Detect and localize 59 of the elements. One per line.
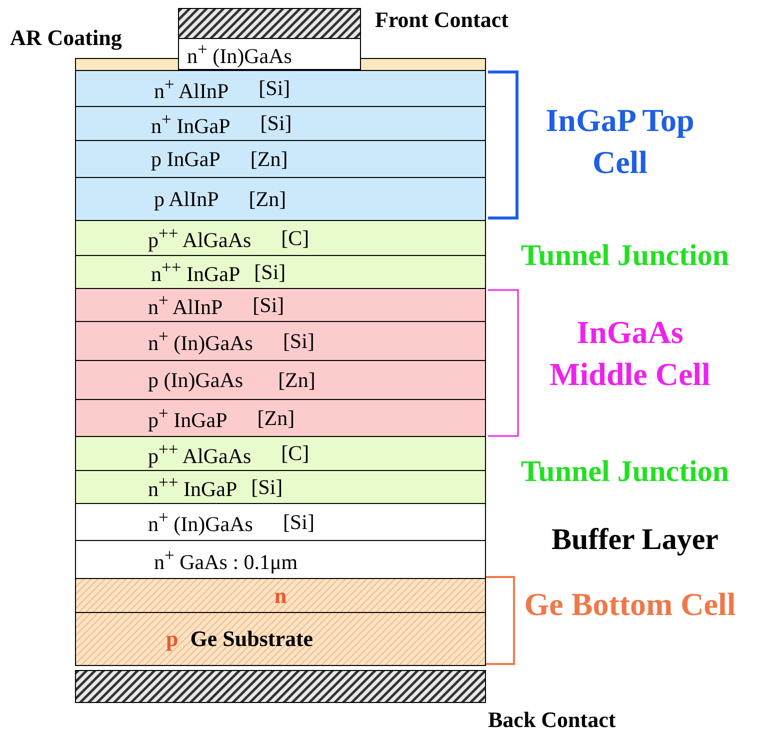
annotation-label: Ge Bottom Cell (523, 585, 737, 624)
layer (75, 321, 486, 361)
layer-label: n$^{+}$ (In)GaAs (148, 507, 253, 537)
annotation-label: AR Coating (10, 24, 123, 52)
back-contact-bar (75, 670, 486, 703)
layer (75, 399, 486, 437)
layer-label: p$^{+}$ InGaP (148, 403, 228, 433)
layer-label: n$^{+}$ GaAs : 0.1μm (154, 544, 298, 574)
layer-label: [Si] (282, 328, 314, 354)
layer-label: n$^{++}$ InGaP (151, 257, 240, 287)
cap-layer (178, 38, 361, 70)
annotation-label: Front Contact (375, 6, 510, 34)
layer (75, 470, 486, 504)
layer-label: [Zn] (250, 146, 288, 172)
layer-label: [Si] (252, 292, 284, 318)
layer-label: [Zn] (257, 406, 295, 430)
layer (75, 255, 486, 289)
annotation-label: Buffer Layer (550, 522, 720, 558)
layer-label: n$^{+}$ (In)GaAs (187, 39, 292, 69)
layer-label: p (In)GaAs (148, 368, 244, 392)
layer-label: n$^{+}$ AlInP (148, 290, 223, 320)
doping-label: n (274, 582, 287, 608)
layer-label: [Si] (260, 111, 292, 136)
layer (75, 140, 486, 178)
layer-label: [C] (281, 441, 310, 466)
layer-label: n$^{++}$ InGaP (148, 472, 238, 502)
layer (75, 70, 486, 107)
layer-label: [Zn] (248, 186, 286, 212)
layer (75, 177, 486, 221)
substrate-layer (75, 612, 486, 666)
layer-label: [Zn] (278, 368, 316, 392)
layer (75, 436, 486, 471)
layer (75, 503, 486, 541)
layer-label: p$^{++}$ AlGaAs (148, 223, 252, 253)
layer-label: p InGaP (151, 146, 220, 172)
layer (75, 360, 486, 400)
layer-label: n$^{+}$ AlInP (154, 74, 229, 104)
layer-label: n$^{+}$ (In)GaAs (148, 326, 253, 356)
layer-label: p AlInP (154, 186, 219, 212)
layer-label: n$^{+}$ InGaP (151, 108, 230, 138)
layer (75, 578, 486, 613)
layer-label: p$^{++}$ AlGaAs (148, 438, 252, 468)
annotation-label: InGaP Top Cell (545, 101, 695, 182)
annotation-label: Back Contact (488, 706, 617, 734)
layer-label: [Si] (251, 474, 283, 500)
layer-label: Ge Substrate (190, 626, 314, 652)
layer (75, 540, 486, 579)
layer-label: [Si] (282, 510, 314, 534)
annotation-label: Tunnel Junction (520, 238, 730, 274)
layer-label: [Si] (254, 260, 286, 284)
front-contact-bar (178, 8, 361, 39)
doping-label: p (166, 626, 178, 652)
layer-label: [C] (281, 226, 310, 250)
annotation-label: InGaAs Middle Cell (548, 313, 712, 394)
layer-label: [Si] (258, 76, 290, 101)
annotation-label: Tunnel Junction (520, 454, 730, 490)
layer (75, 288, 486, 322)
layer (75, 220, 486, 256)
layer (75, 106, 486, 141)
